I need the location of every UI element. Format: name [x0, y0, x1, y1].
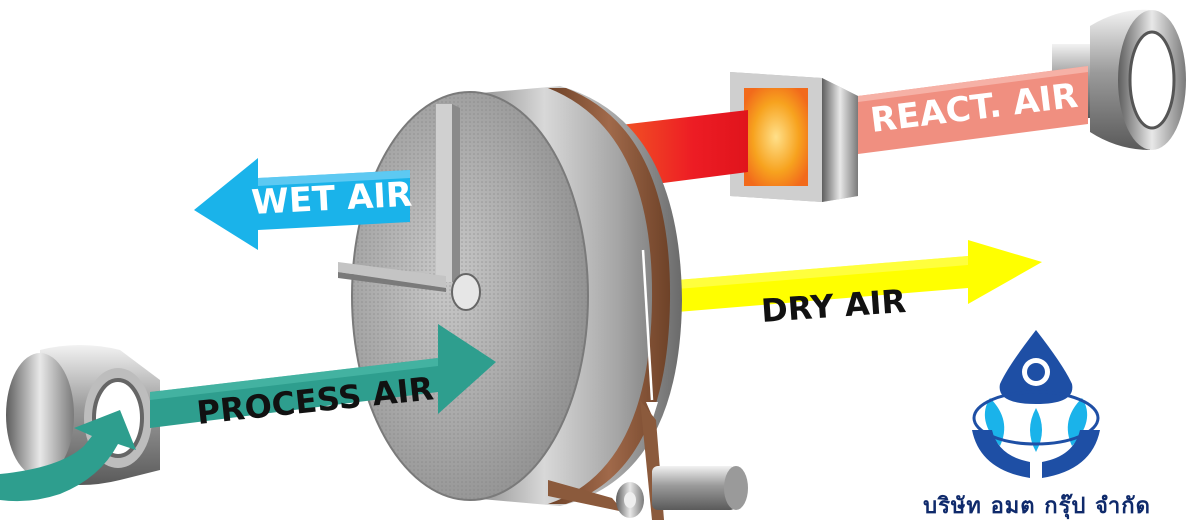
wheel-hub [451, 273, 481, 311]
sector-divider-vertical [436, 104, 452, 282]
wet-air-label: WET AIR [250, 175, 413, 223]
heater-box [730, 72, 858, 202]
company-name: บริษัท อมต กรุ๊ป จำกัด [923, 494, 1151, 519]
reactivation-air-duct [858, 66, 1088, 154]
drive-belt-rim [548, 88, 671, 504]
desiccant-wheel [338, 86, 682, 506]
dry-air-arrow [665, 240, 1042, 313]
wet-air-arrow [194, 158, 410, 250]
sector-divider-horizontal [338, 262, 446, 288]
process-air-arrow [0, 324, 496, 502]
drive-motor [616, 466, 748, 518]
reactivation-fan [1052, 9, 1186, 150]
company-logo [972, 330, 1100, 478]
